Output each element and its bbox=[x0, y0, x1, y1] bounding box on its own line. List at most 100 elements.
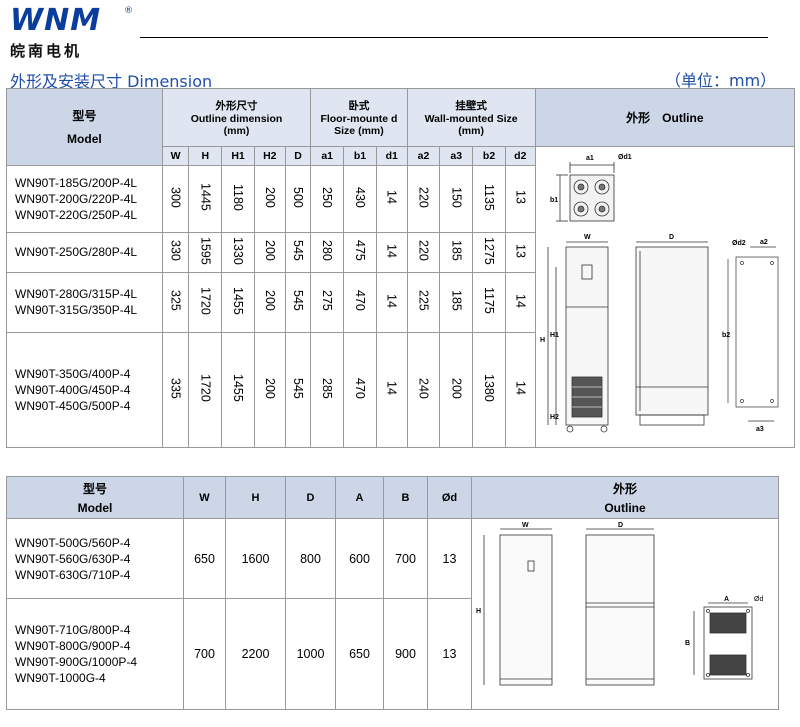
model-name: WN90T-1000G-4 bbox=[15, 671, 106, 686]
model-name: WN90T-450G/500P-4 bbox=[15, 398, 131, 413]
value-cell: 14 bbox=[513, 293, 528, 308]
value-cell: 240 bbox=[416, 377, 431, 399]
model-header: 型号 Model bbox=[6, 88, 163, 166]
dim-label-D: D bbox=[618, 522, 623, 529]
value-cell: 545 bbox=[290, 377, 305, 399]
outline-header-cn: 外形 bbox=[626, 111, 651, 125]
model-name: WN90T-315G/350P-4L bbox=[15, 303, 138, 318]
value-cell: 220 bbox=[416, 186, 431, 208]
model-header: 型号 Model bbox=[6, 476, 184, 519]
col-header-b1: b1 bbox=[343, 145, 377, 166]
outline-dimension-header: 外形尺寸 Outline dimension (mm) bbox=[161, 88, 312, 147]
dim-label-H: H bbox=[476, 608, 481, 615]
model-header-cn: 型号 bbox=[82, 482, 107, 496]
value-cell: 200 bbox=[262, 240, 277, 262]
dim-label-a1: a1 bbox=[586, 155, 594, 162]
model-header-cn: 型号 bbox=[72, 109, 97, 124]
model-name: WN90T-185G/200P-4L bbox=[15, 175, 138, 190]
value-cell: 220 bbox=[416, 240, 431, 262]
model-cell: WN90T-250G/280P-4L bbox=[6, 231, 163, 274]
col-header-a1: a1 bbox=[310, 145, 345, 166]
value-cell: 14 bbox=[384, 190, 399, 205]
company-logo: WNM ® 皖南电机 bbox=[10, 4, 135, 62]
table-row: WN90T-350G/400P-4 WN90T-400G/450P-4 WN90… bbox=[6, 331, 795, 449]
model-name: WN90T-200G/220P-4L bbox=[15, 191, 138, 206]
cabinet-drawing-2: W D H A B Ød bbox=[476, 522, 763, 686]
value-cell: 1455 bbox=[231, 286, 246, 315]
value-cell: 225 bbox=[416, 290, 431, 312]
col-header-H1: H1 bbox=[221, 145, 255, 166]
model-cell: WN90T-185G/200P-4L WN90T-200G/220P-4L WN… bbox=[6, 164, 163, 233]
model-cell: WN90T-710G/800P-4 WN90T-800G/900P-4 WN90… bbox=[6, 598, 184, 710]
col-header-H: H bbox=[188, 145, 223, 166]
dim-label-d2: Ød2 bbox=[732, 240, 746, 247]
outline-picture-cell: W D H A B Ød bbox=[471, 518, 779, 710]
col-header-A: A bbox=[335, 476, 384, 519]
col-header-d: Ød bbox=[427, 476, 472, 519]
value-cell: 1380 bbox=[482, 374, 497, 403]
header-rule bbox=[140, 37, 768, 38]
model-name: WN90T-220G/250P-4L bbox=[15, 207, 138, 222]
value-cell: 200 bbox=[262, 290, 277, 312]
model-cell: WN90T-350G/400P-4 WN90T-400G/450P-4 WN90… bbox=[6, 331, 163, 449]
col-header-a3: a3 bbox=[439, 145, 474, 166]
col-header-a2: a2 bbox=[406, 145, 441, 166]
col-header-W: W bbox=[183, 476, 226, 519]
dim-label-H1: H1 bbox=[550, 332, 559, 339]
col-header-H2: H2 bbox=[253, 145, 286, 166]
value-cell: 1600 bbox=[225, 517, 286, 600]
value-cell: 14 bbox=[384, 293, 399, 308]
value-cell: 335 bbox=[168, 377, 183, 399]
dim-label-B: B bbox=[685, 640, 690, 647]
dimension-table-1: 型号 Model 外形尺寸 Outline dimension (mm) 卧式 … bbox=[6, 88, 796, 449]
value-cell: 700 bbox=[183, 598, 226, 710]
model-name: WN90T-280G/315P-4L bbox=[15, 287, 138, 302]
value-cell: 1455 bbox=[231, 374, 246, 403]
value-cell: 1720 bbox=[198, 286, 213, 315]
outline-header-cn: 外形尺寸 bbox=[215, 99, 258, 112]
value-cell: 14 bbox=[384, 381, 399, 396]
outline-header-unit: (mm) bbox=[223, 124, 250, 137]
dim-label-A: A bbox=[724, 596, 729, 603]
floor-header-cn: 卧式 bbox=[348, 99, 370, 112]
dim-label-W: W bbox=[522, 522, 529, 529]
dim-label-a2: a2 bbox=[760, 239, 768, 246]
value-cell: 14 bbox=[384, 243, 399, 258]
value-cell: 185 bbox=[449, 290, 464, 312]
value-cell: 475 bbox=[352, 240, 367, 262]
value-cell: 545 bbox=[290, 240, 305, 262]
value-cell: 1275 bbox=[482, 236, 497, 265]
dim-label-D: D bbox=[669, 234, 674, 241]
cabinet-drawing-1: a1 Ød1 b1 W bbox=[540, 154, 779, 433]
table-row: WN90T-280G/315P-4L WN90T-315G/350P-4L 32… bbox=[6, 272, 795, 333]
value-cell: 545 bbox=[290, 290, 305, 312]
model-name: WN90T-560G/630P-4 bbox=[15, 551, 131, 566]
value-cell: 650 bbox=[183, 517, 226, 600]
dimension-table-2: 型号 Model W H D A B Ød 外形 Outline WN90T-5… bbox=[6, 476, 779, 710]
value-cell: 1445 bbox=[198, 183, 213, 212]
dim-label-b1: b1 bbox=[550, 197, 558, 204]
unit-label: （单位：mm） bbox=[665, 71, 777, 90]
col-header-H: H bbox=[225, 476, 286, 519]
col-header-D: D bbox=[284, 145, 312, 166]
model-header-en: Model bbox=[67, 132, 102, 147]
col-header-b2: b2 bbox=[472, 145, 506, 166]
outline-header-en: Outline bbox=[604, 501, 646, 515]
value-cell: 470 bbox=[352, 290, 367, 312]
logo-mark: WNM bbox=[10, 3, 102, 38]
wall-header-unit: (mm) bbox=[458, 124, 484, 137]
value-cell: 185 bbox=[449, 240, 464, 262]
dim-label-a3: a3 bbox=[756, 426, 764, 433]
page-heading: 外形及安装尺寸 Dimension bbox=[10, 72, 213, 91]
value-cell: 600 bbox=[335, 517, 384, 600]
value-cell: 280 bbox=[320, 240, 335, 262]
model-header-en: Model bbox=[77, 501, 113, 515]
value-cell: 330 bbox=[168, 240, 183, 262]
value-cell: 1330 bbox=[231, 236, 246, 265]
value-cell: 650 bbox=[335, 598, 384, 710]
logo-chinese-name: 皖南电机 bbox=[10, 42, 83, 60]
outline-picture-cell: 外形 Outline a1 Ød1 b1 bbox=[534, 88, 796, 448]
col-header-D: D bbox=[285, 476, 336, 519]
model-name: WN90T-400G/450P-4 bbox=[15, 382, 131, 397]
value-cell: 275 bbox=[320, 290, 335, 312]
